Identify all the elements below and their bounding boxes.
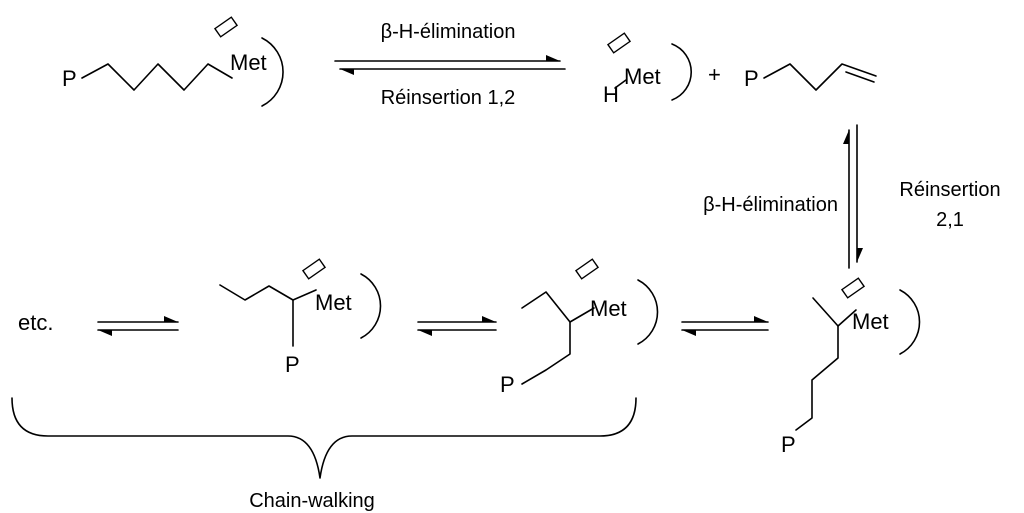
metal-label: Met [230,50,267,75]
step-label-beta-h-elimination: β-H-élimination [703,194,838,216]
vacant-site-icon [840,277,866,299]
metal-label: Met [315,290,352,315]
plus-sign: + [708,62,721,87]
step-label-reinsertion-2-1-line1: Réinsertion [899,179,1000,201]
chain-bonds [81,63,233,91]
double-bond-line [845,71,875,83]
chain-bonds [521,291,595,323]
step-label-beta-h-elimination: β-H-élimination [381,21,516,43]
vacant-site-icon [606,32,632,54]
species-secondary-alkyl-branch: Met P [500,258,659,397]
chain-bonds [219,284,317,301]
chain-walking-label: Chain-walking [249,490,375,512]
chain-bonds [521,321,571,385]
species-secondary-alkyl-2-1: Met P [781,277,921,457]
vacant-site-icon [574,258,600,280]
polymer-label: P [62,66,77,91]
equilibrium-arrow-right: β-H-élimination Réinsertion 2,1 [703,124,1001,269]
ligand-arc-icon [671,43,693,101]
metal-label: Met [590,296,627,321]
etc-label: etc. [18,310,53,335]
species-alpha-polymer-alkyl: Met P [219,258,382,377]
step-label-reinsertion-1-2: Réinsertion 1,2 [381,87,516,109]
equilibrium-arrow-bottom-right [681,316,769,336]
equilibrium-arrow-bottom-left [97,316,179,336]
metal-label: Met [852,309,889,334]
vacant-site-icon [213,16,239,38]
ligand-arc-icon [261,37,284,107]
metal-label: Met [624,64,661,89]
chain-bonds [795,325,839,431]
polymer-label: P [744,66,759,91]
chain-bonds [812,297,857,327]
hydrogen-label: H [603,82,619,107]
ligand-arc-icon [360,273,382,339]
polymer-label: P [500,372,515,397]
vacant-site-icon [301,258,327,280]
polymer-label: P [285,352,300,377]
chain-bonds [763,63,877,91]
equilibrium-arrow-bottom-middle [417,316,497,336]
equilibrium-arrow-top: β-H-élimination Réinsertion 1,2 [334,21,566,109]
step-label-reinsertion-2-1-line2: 2,1 [936,209,964,231]
h-metal-bond [614,79,627,89]
species-alkyl-metal-linear: P Met [62,16,284,107]
ligand-arc-icon [899,289,921,355]
species-metal-hydride: Met H [603,32,693,107]
ligand-arc-icon [637,279,659,345]
species-terminal-olefin: P [744,63,877,91]
polymer-label: P [781,432,796,457]
chain-walking-brace [11,397,637,479]
